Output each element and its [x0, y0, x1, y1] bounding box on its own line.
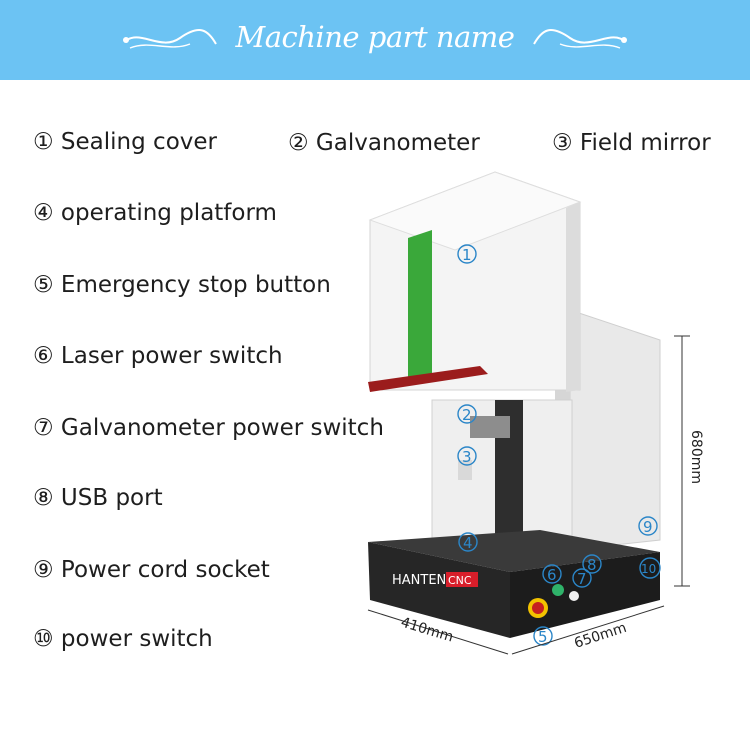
- part-label-laser-power-switch: ⑥ Laser power switch: [33, 343, 283, 369]
- callout-1: 1: [462, 246, 472, 264]
- sealing-cover-side: [566, 202, 580, 392]
- brand-badge: [446, 572, 478, 587]
- machine-illustration: HANTEN CNC 1 2 3 4 5 6 7 8 9 10 680mm 41…: [367, 171, 704, 655]
- callout-5: 5: [538, 628, 548, 646]
- platform-front: [368, 542, 510, 638]
- part-label-operating-platform: ④ operating platform: [33, 200, 277, 226]
- platform-side: [510, 552, 660, 638]
- callout-7: 7: [577, 570, 587, 588]
- red-handle: [368, 366, 488, 392]
- depth-dimension: 650mm: [572, 620, 628, 652]
- part-label-power-cord-socket: ⑨ Power cord socket: [33, 557, 270, 583]
- emergency-stop-cap: [532, 602, 544, 614]
- galvanometer-head: [470, 416, 510, 438]
- part-label-field-mirror: ③ Field mirror: [552, 130, 711, 156]
- part-label-usb-port: ⑧ USB port: [33, 485, 163, 511]
- part-label-emergency-stop: ⑤ Emergency stop button: [33, 272, 331, 298]
- green-window: [408, 230, 432, 378]
- part-label-sealing-cover: ① Sealing cover: [33, 129, 217, 155]
- callout-10: 10: [641, 562, 656, 576]
- platform-top: [368, 530, 660, 572]
- page-title: Machine part name: [235, 20, 515, 54]
- part-label-galvanometer: ② Galvanometer: [288, 130, 480, 156]
- laser-power-switch: [552, 584, 564, 596]
- rear-column: [569, 309, 661, 551]
- left-swirl-ornament-icon: [123, 29, 217, 49]
- galvo-power-switch: [569, 591, 579, 601]
- callout-6: 6: [547, 566, 557, 584]
- depth-dimension-line: [511, 605, 665, 655]
- callout-8: 8: [587, 556, 597, 574]
- part-label-power-switch: ⑩ power switch: [33, 626, 213, 652]
- brand-name: HANTEN: [392, 573, 446, 588]
- callout-3: 3: [462, 448, 472, 466]
- height-dimension: 680mm: [688, 430, 704, 484]
- right-swirl-ornament-icon: [533, 29, 627, 49]
- header-banner: Machine part name: [0, 0, 750, 80]
- brand-suffix: CNC: [448, 574, 472, 587]
- callout-9: 9: [643, 518, 653, 536]
- callout-2: 2: [462, 406, 472, 424]
- part-label-galvo-power-switch: ⑦ Galvanometer power switch: [33, 415, 384, 441]
- callout-4: 4: [463, 534, 473, 552]
- width-dimension-line: [367, 609, 509, 655]
